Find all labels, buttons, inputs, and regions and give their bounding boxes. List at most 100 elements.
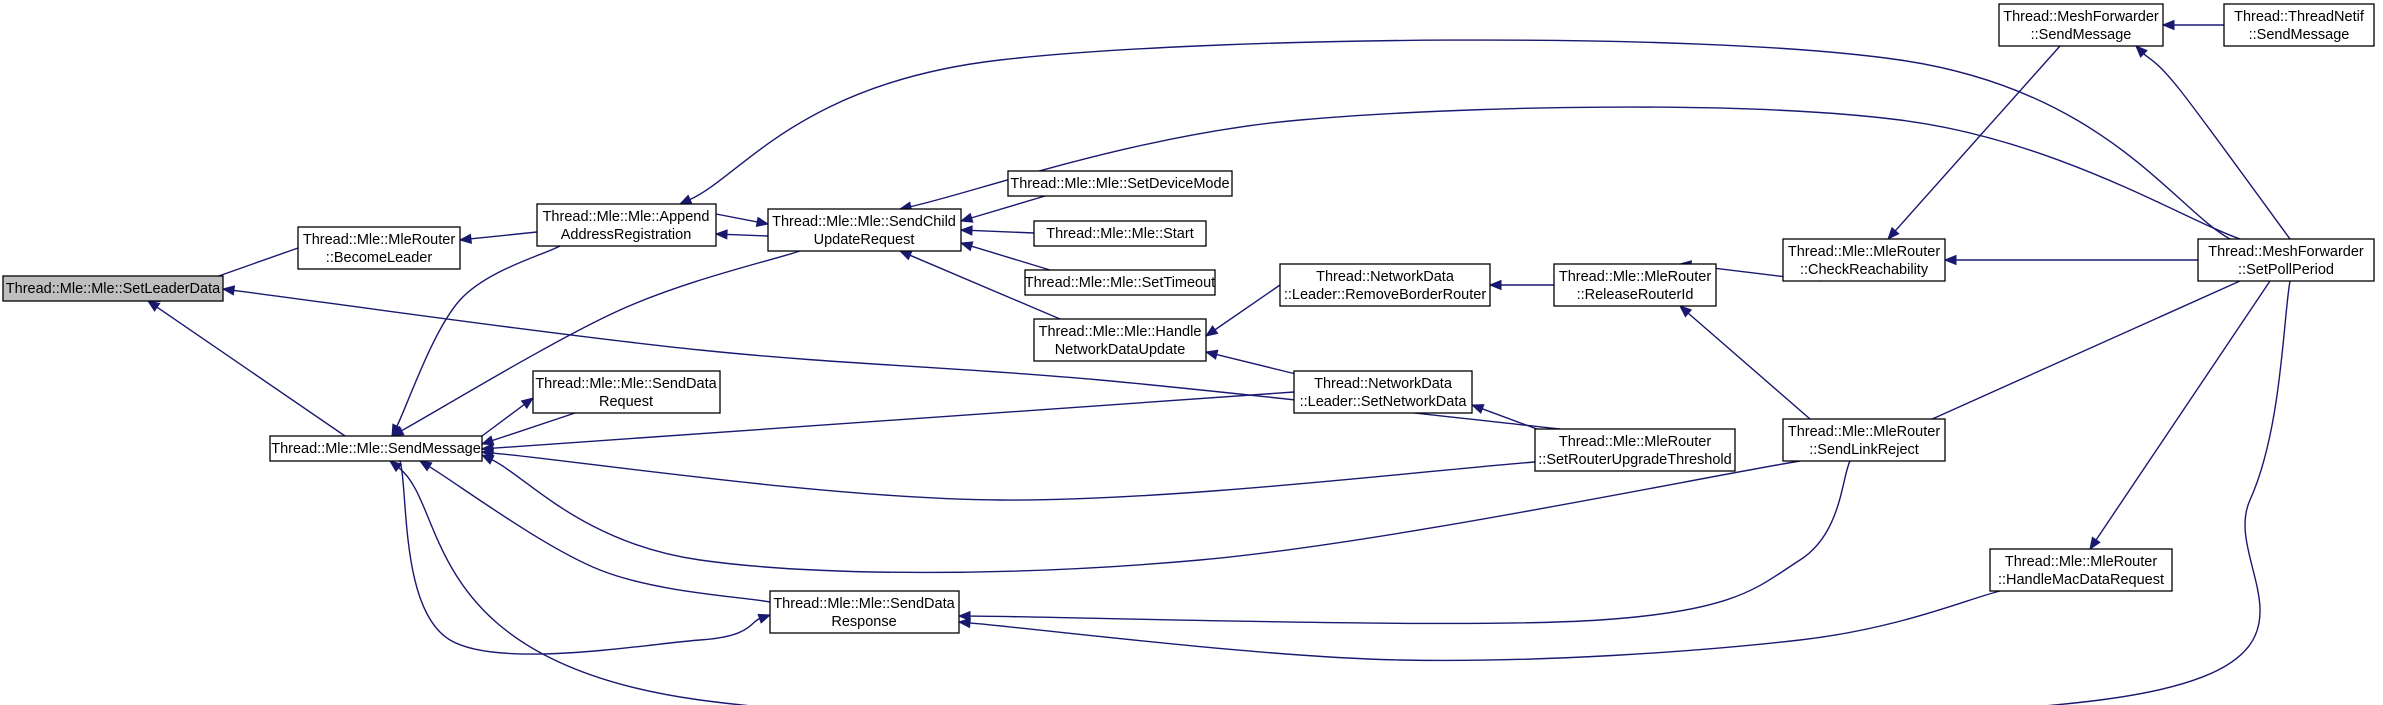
edge-sendchildupdate-to-appendaddr <box>714 229 769 240</box>
edge-removeborder-to-handlenetdata <box>1204 284 1281 337</box>
edge-setpollperiod-to-meshsend <box>2135 45 2291 240</box>
edge-line <box>969 590 2001 662</box>
edge-setpollperiod-to-sendmessage <box>388 280 2291 705</box>
edges-layer <box>146 19 2291 705</box>
edge-line <box>481 404 525 437</box>
edge-line <box>910 106 2241 240</box>
node-appendaddr[interactable]: Thread::Mle::Mle::Append AddressRegistra… <box>536 203 717 247</box>
edge-arrowhead <box>388 460 403 473</box>
edge-settimeout-to-sendchildupdate <box>959 241 1051 271</box>
node-label: ::HandleMacDataRequest <box>1998 572 2164 588</box>
edge-arrowhead <box>755 216 770 227</box>
edge-line <box>689 39 2231 240</box>
node-label: Thread::MeshForwarder <box>2003 9 2159 25</box>
node-releaserouterid[interactable]: Thread::Mle::MleRouter ::ReleaseRouterId <box>1553 263 1717 307</box>
node-checkreach[interactable]: Thread::Mle::MleRouter ::CheckReachabili… <box>1782 238 1946 282</box>
node-label: Thread::Mle::Mle::SendData <box>773 596 955 612</box>
node-sendlinkreject[interactable]: Thread::Mle::MleRouter ::SendLinkReject <box>1782 418 1946 462</box>
node-label: Thread::Mle::Mle::Handle <box>1039 324 1202 340</box>
edge-setpollperiod-to-checkreach <box>1943 254 2198 266</box>
node-label: ::BecomeLeader <box>326 250 433 266</box>
edge-line <box>1216 353 1301 376</box>
edge-appendaddr-to-sendchildupdate <box>715 213 770 227</box>
edge-line <box>1482 408 1546 433</box>
edge-handlemacdata-to-senddataresponse <box>957 590 2001 662</box>
node-label: Response <box>831 614 896 630</box>
edge-arrowhead <box>520 397 535 410</box>
edge-setrouterupgrade-to-sendmessage <box>480 447 1536 501</box>
edge-arrowhead <box>757 613 772 624</box>
node-label: Thread::Mle::Mle::Start <box>1046 226 1193 242</box>
node-label: AddressRegistration <box>561 227 692 243</box>
edge-arrowhead <box>898 250 913 261</box>
node-setleaderdata[interactable]: Thread::Mle::Mle::SetLeaderData <box>2 275 224 302</box>
edge-arrowhead <box>480 454 495 465</box>
edge-arrowhead <box>418 460 433 472</box>
edge-arrowhead <box>1679 305 1693 318</box>
edge-sendmessage-to-senddatarequest <box>481 397 535 437</box>
edge-arrowhead <box>678 194 693 205</box>
node-label: ::Leader::SetNetworkData <box>1300 394 1468 410</box>
edge-sendchildupdate-to-sendmessage <box>390 250 801 437</box>
node-label: ::SendLinkReject <box>1809 442 1919 458</box>
node-label: ::CheckReachability <box>1800 262 1929 278</box>
edge-senddataresponse-to-sendmessage <box>418 460 771 603</box>
edge-meshsend-to-checkreach <box>1887 45 2061 240</box>
edge-sendlinkreject-to-releaserouterid <box>1679 305 1811 420</box>
node-threadnetif[interactable]: Thread::ThreadNetif ::SendMessage <box>2223 3 2375 47</box>
node-label: Thread::NetworkData <box>1316 269 1455 285</box>
edge-arrowhead <box>714 229 728 240</box>
node-label: ::SendMessage <box>2249 27 2350 43</box>
node-setrouterupgrade[interactable]: Thread::Mle::MleRouter ::SetRouterUpgrad… <box>1534 428 1736 472</box>
node-settimeout[interactable]: Thread::Mle::Mle::SetTimeout <box>1024 269 1216 296</box>
edge-arrowhead <box>2089 536 2101 551</box>
node-handlemacdata[interactable]: Thread::Mle::MleRouter ::HandleMacDataRe… <box>1989 548 2173 592</box>
edge-arrowhead <box>458 233 472 245</box>
edge-sendlinkreject-to-sendmessage <box>480 454 1801 574</box>
node-label: ::Leader::RemoveBorderRouter <box>1284 287 1486 303</box>
edge-line <box>1894 45 2061 232</box>
node-label: Thread::Mle::MleRouter <box>1788 244 1940 260</box>
node-handlenetdata[interactable]: Thread::Mle::Mle::Handle NetworkDataUpda… <box>1033 318 1207 362</box>
edge-appendaddr-to-becomeleader <box>458 231 538 245</box>
node-label: Thread::Mle::MleRouter <box>1559 269 1711 285</box>
node-senddataresponse[interactable]: Thread::Mle::Mle::SendData Response <box>769 590 960 634</box>
nodes-layer: Thread::Mle::Mle::SetLeaderData Thread::… <box>2 3 2375 634</box>
edge-setpollperiod-to-sendlinkreject <box>1908 280 2241 430</box>
edge-line <box>909 254 1061 320</box>
edge-setnetworkdata-to-handlenetdata <box>1204 349 1301 376</box>
edge-line <box>2095 280 2271 541</box>
node-sendchildupdate[interactable]: Thread::Mle::Mle::SendChild UpdateReques… <box>767 208 962 252</box>
edge-line <box>492 391 1295 449</box>
node-becomeleader[interactable]: Thread::Mle::MleRouter ::BecomeLeader <box>297 226 461 270</box>
edge-line <box>971 229 1035 234</box>
node-start[interactable]: Thread::Mle::Mle::Start <box>1033 220 1207 247</box>
node-label: Thread::Mle::MleRouter <box>1788 424 1940 440</box>
edge-releaserouterid-to-removeborder <box>1488 279 1554 291</box>
edge-arrowhead <box>390 425 405 437</box>
edge-line <box>971 245 1051 271</box>
edge-arrowhead <box>959 225 973 236</box>
node-setdevicemode[interactable]: Thread::Mle::Mle::SetDeviceMode <box>1007 170 1233 197</box>
node-label: ::SetPollPeriod <box>2238 262 2334 278</box>
edge-sendmessage-to-setleaderdata <box>146 300 346 437</box>
node-label: Thread::Mle::Mle::SendChild <box>772 214 956 230</box>
node-label: ::SetRouterUpgradeThreshold <box>1538 452 1731 468</box>
node-label: Thread::ThreadNetif <box>2234 9 2365 25</box>
node-label: Thread::Mle::MleRouter <box>2005 554 2157 570</box>
node-label: Thread::Mle::Mle::SendMessage <box>271 441 481 457</box>
edge-line <box>401 250 801 432</box>
edge-arrowhead <box>957 610 971 622</box>
node-setpollperiod[interactable]: Thread::MeshForwarder ::SetPollPeriod <box>2197 238 2375 282</box>
edge-arrowhead <box>957 617 971 629</box>
node-setnetworkdata[interactable]: Thread::NetworkData ::Leader::SetNetwork… <box>1293 370 1473 414</box>
edge-setpollperiod-to-handlemacdata <box>2089 280 2271 551</box>
node-senddatarequest[interactable]: Thread::Mle::Mle::SendData Request <box>532 370 721 414</box>
edge-arrowhead <box>1488 279 1502 291</box>
node-meshsend[interactable]: Thread::MeshForwarder ::SendMessage <box>1998 3 2164 47</box>
node-removeborder[interactable]: Thread::NetworkData ::Leader::RemoveBord… <box>1279 263 1491 307</box>
node-sendmessage[interactable]: Thread::Mle::Mle::SendMessage <box>269 435 483 462</box>
edge-line <box>2143 53 2291 240</box>
edge-line <box>1687 312 1811 420</box>
edge-line <box>1214 284 1281 331</box>
